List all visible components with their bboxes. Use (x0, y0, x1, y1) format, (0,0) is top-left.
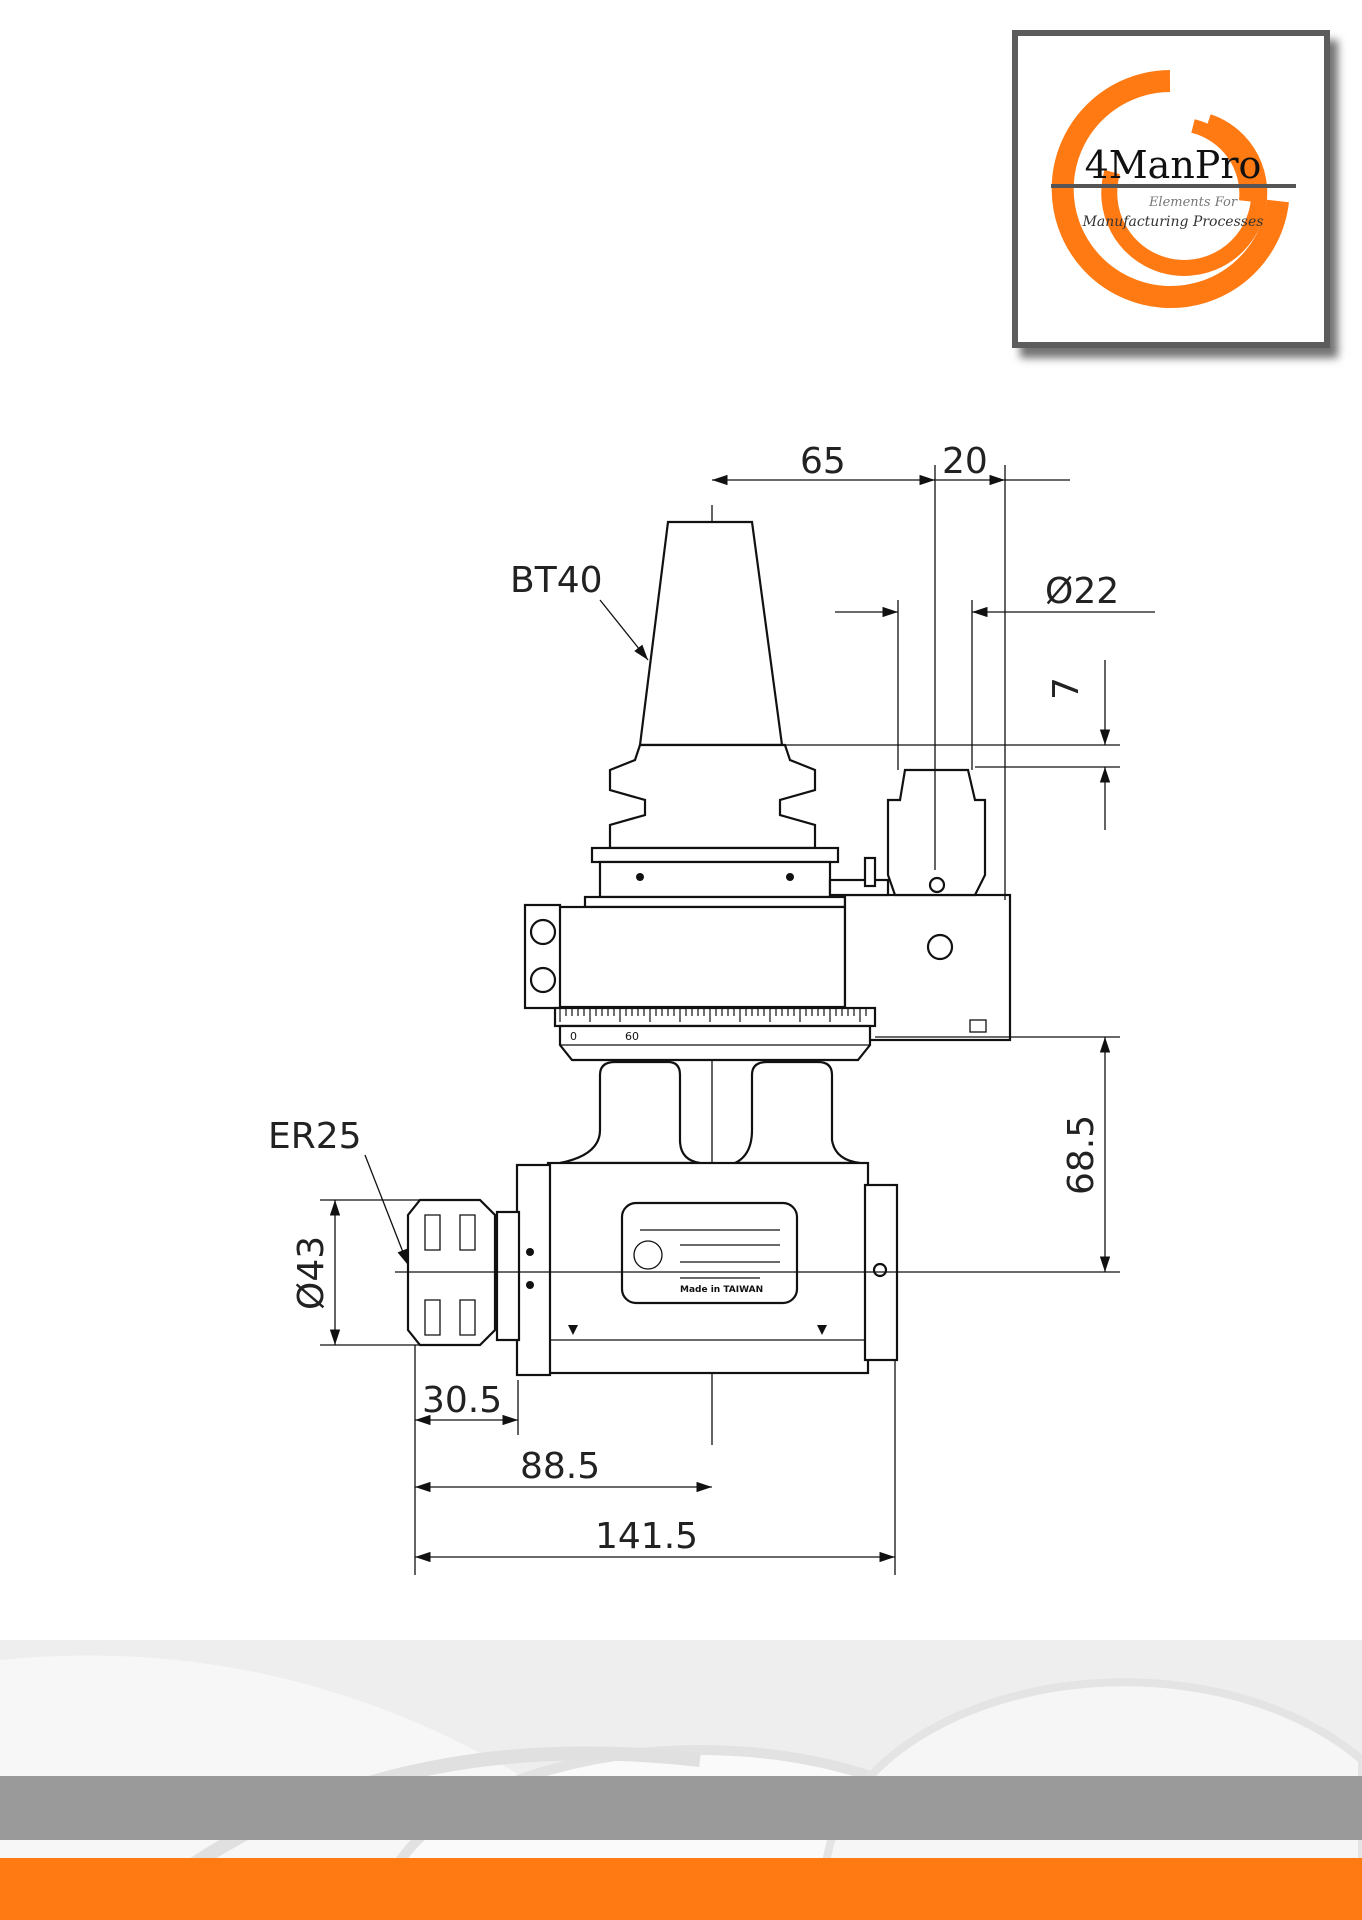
scale-ring: 0 60 (553, 1006, 877, 1062)
company-logo: 4ManPro Elements For Manufacturing Proce… (1012, 30, 1330, 348)
logo-tagline-1: Elements For (1148, 195, 1238, 210)
angle-head-lower-body: Made in TAIWAN (515, 1161, 899, 1377)
label-bt40: BT40 (510, 560, 603, 601)
logo-brand: 4ManPro (1085, 143, 1262, 187)
dim-dia43: Ø43 (291, 1236, 332, 1310)
label-er25: ER25 (268, 1116, 362, 1157)
dim-7: 7 (1046, 677, 1087, 700)
dim-dia22: Ø22 (1045, 571, 1119, 612)
logo-graphic: 4ManPro Elements For Manufacturing Proce… (1051, 70, 1296, 308)
orange-band (0, 1858, 1362, 1920)
gray-band (0, 1776, 1362, 1840)
technical-drawing: 0 60 Made in TAIWAN 65 20 (268, 441, 1155, 1575)
bt40-taper (583, 520, 847, 909)
logo-tagline-2: Manufacturing Processes (1082, 214, 1264, 230)
dim-20: 20 (942, 441, 988, 482)
footer-background (0, 1640, 1362, 1920)
dimensions: 65 20 Ø22 7 68.5 Ø43 30.5 88.5 141.5 BT4… (268, 441, 1155, 1575)
scale-mark-60: 60 (625, 1030, 639, 1043)
dim-141-5: 141.5 (595, 1516, 698, 1557)
er25-collet-nut (395, 1198, 935, 1347)
nameplate-footer: Made in TAIWAN (680, 1285, 763, 1295)
dim-68-5: 68.5 (1061, 1115, 1102, 1195)
dim-65: 65 (800, 441, 846, 482)
dim-88-5: 88.5 (520, 1446, 600, 1487)
scale-mark-0: 0 (570, 1030, 577, 1043)
dim-30-5: 30.5 (422, 1380, 502, 1421)
neck (559, 1060, 861, 1165)
